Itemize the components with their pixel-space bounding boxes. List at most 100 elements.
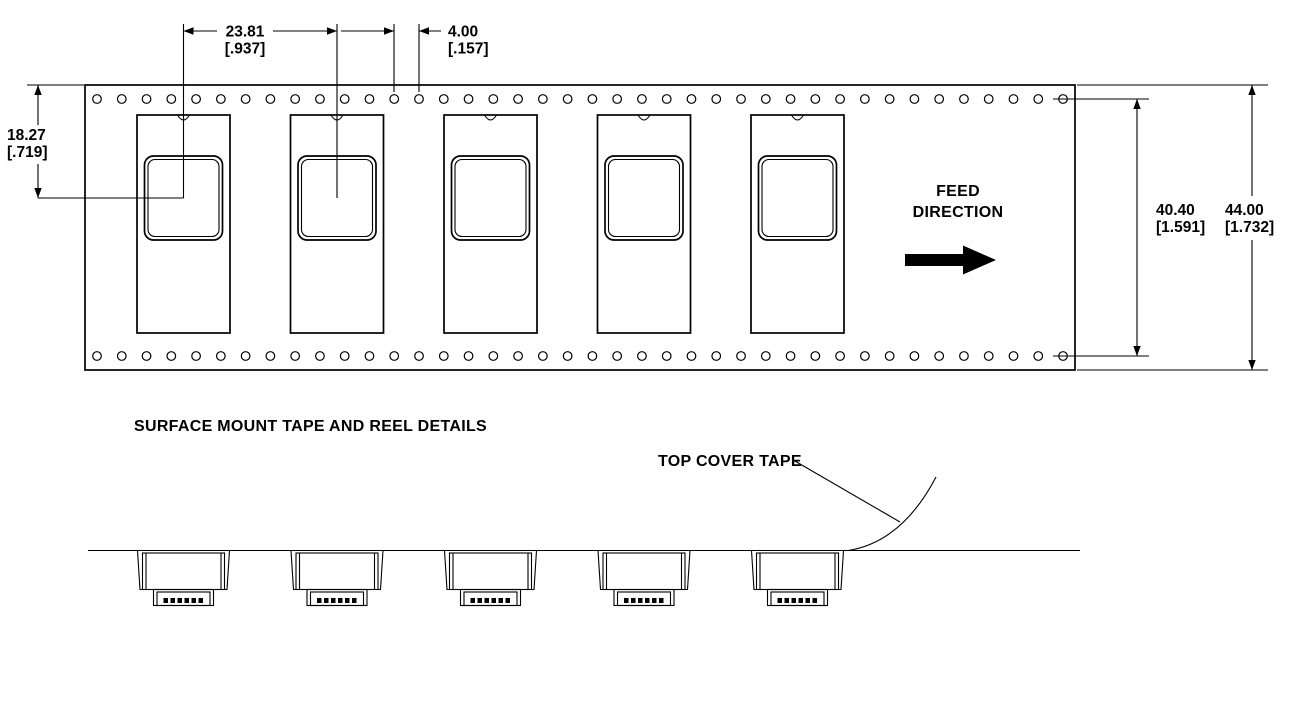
arrowhead-up — [1133, 99, 1141, 109]
sprocket-hole — [92, 94, 102, 104]
dim-pocket-pitch-mm: 23.81 — [226, 24, 265, 41]
sprocket-hole — [959, 94, 969, 104]
sprocket-hole — [414, 94, 424, 104]
sprocket-hole — [810, 94, 821, 104]
tape-top-view — [84, 84, 1076, 371]
pocket-outline — [596, 114, 692, 334]
sprocket-hole — [438, 351, 449, 361]
component-cavity — [757, 155, 838, 241]
dim-tape-width-in: [1.732] — [1225, 219, 1274, 236]
sprocket-hole — [859, 94, 870, 104]
sprocket-hole — [339, 351, 350, 361]
component-cavity-inner — [761, 158, 834, 238]
dim-sprocket-pitch-in: [.157] — [448, 41, 489, 58]
sprocket-hole — [116, 94, 127, 104]
arrowhead-down — [34, 188, 42, 198]
feed-direction: FEED DIRECTION — [905, 183, 1003, 275]
sprocket-hole — [141, 94, 152, 104]
dim-pocket-pitch: 23.81 [.937] — [182, 24, 338, 198]
drawing-title: SURFACE MOUNT TAPE AND REEL DETAILS — [134, 418, 487, 435]
sprocket-hole — [562, 94, 573, 104]
sprocket-hole — [265, 94, 276, 104]
sprocket-hole — [166, 351, 177, 361]
sprocket-hole — [488, 94, 499, 104]
sprocket-hole — [513, 94, 523, 104]
sprocket-hole — [488, 351, 499, 361]
sprocket-hole — [1008, 94, 1019, 104]
component-cavity-inner — [454, 158, 527, 238]
side-view-component — [597, 550, 691, 607]
connector-housing-inner — [463, 591, 518, 607]
component-body — [141, 552, 226, 591]
tape-pocket — [443, 114, 538, 334]
sprocket-hole — [240, 351, 251, 361]
cover-tape-leader-line — [793, 460, 901, 523]
component-pockets — [136, 114, 845, 334]
sprocket-holes-bottom-row — [92, 351, 1068, 361]
sprocket-hole — [934, 94, 945, 104]
side-view-component — [290, 550, 384, 607]
pocket-outline — [750, 114, 845, 334]
sprocket-hole — [736, 351, 746, 361]
arrowhead-right — [384, 27, 394, 35]
sprocket-hole — [810, 351, 821, 361]
dim-pocket-offset-mm: 18.27 — [7, 127, 46, 144]
side-view-component — [443, 550, 538, 607]
arrowhead-down — [1133, 346, 1141, 356]
dim-sprocket-span-in: [1.591] — [1156, 219, 1205, 236]
pocket-profile — [136, 550, 231, 591]
sprocket-hole — [760, 94, 771, 104]
sprocket-hole — [389, 94, 400, 104]
sprocket-hole — [587, 351, 598, 361]
sprocket-hole — [463, 351, 474, 361]
component-cavity — [450, 155, 531, 241]
cover-tape-peel-curve — [847, 476, 937, 552]
sprocket-hole — [389, 351, 400, 361]
sprocket-hole — [1033, 94, 1044, 104]
sprocket-hole — [661, 94, 672, 104]
sprocket-hole — [983, 94, 994, 104]
sprocket-hole — [934, 351, 945, 361]
sprocket-hole — [265, 351, 276, 361]
sprocket-hole — [686, 351, 697, 361]
sprocket-hole — [661, 351, 672, 361]
sprocket-hole — [884, 94, 895, 104]
feed-direction-label-line1: FEED — [936, 183, 980, 200]
sprocket-hole — [215, 351, 226, 361]
sprocket-hole — [166, 94, 177, 104]
dim-pocket-offset-in: [.719] — [7, 144, 48, 161]
pocket-profile — [597, 550, 691, 591]
connector-housing-inner — [156, 591, 211, 607]
connector-housing-inner — [309, 591, 365, 607]
sprocket-hole — [711, 94, 722, 104]
dim-sprocket-span: 40.40 [1.591] — [1053, 98, 1205, 357]
tape-pocket — [750, 114, 845, 334]
sprocket-holes-top-row — [92, 94, 1068, 104]
sprocket-hole — [339, 94, 350, 104]
pocket-notch — [484, 114, 497, 121]
sprocket-hole — [191, 94, 201, 104]
component-body — [448, 552, 533, 591]
sprocket-hole — [587, 94, 598, 104]
sprocket-hole — [513, 351, 523, 361]
dim-tape-width: 44.00 [1.732] — [1077, 84, 1274, 371]
sprocket-hole — [959, 351, 969, 361]
sprocket-hole — [760, 351, 771, 361]
arrowhead-up — [1248, 85, 1256, 95]
sprocket-hole — [637, 351, 647, 361]
sprocket-hole — [191, 351, 201, 361]
dim-pocket-pitch-in: [.937] — [225, 41, 266, 58]
arrowhead-left — [183, 27, 194, 35]
arrowhead-down — [1248, 360, 1256, 370]
cover-tape-label: TOP COVER TAPE — [658, 453, 802, 470]
component-cavity-inner — [607, 158, 681, 238]
component-cavity — [604, 155, 684, 241]
side-view-components — [136, 550, 845, 607]
sprocket-hole — [686, 94, 697, 104]
pocket-notch — [637, 114, 651, 121]
sprocket-hole — [859, 351, 870, 361]
pocket-profile — [443, 550, 538, 591]
sprocket-hole — [1008, 351, 1019, 361]
dim-tape-width-mm: 44.00 — [1225, 202, 1264, 219]
